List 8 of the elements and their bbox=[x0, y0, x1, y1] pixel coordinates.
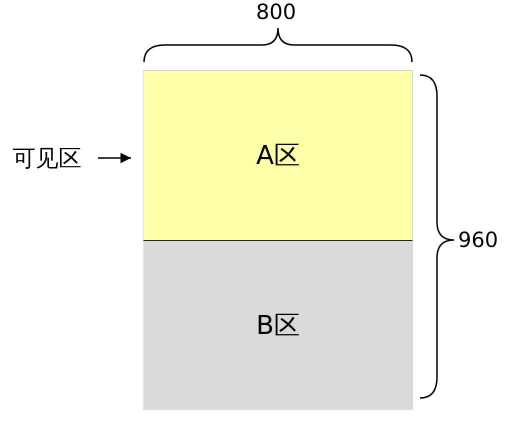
area-name: B区 bbox=[256, 310, 300, 342]
area-box bbox=[143, 70, 413, 240]
area-name: A区 bbox=[256, 140, 300, 173]
dimension-label: 960 bbox=[458, 228, 498, 252]
arrow bbox=[98, 152, 131, 164]
dimension-label: 800 bbox=[256, 0, 296, 24]
area-label: 可见区 bbox=[12, 144, 82, 174]
area-box bbox=[143, 240, 413, 410]
